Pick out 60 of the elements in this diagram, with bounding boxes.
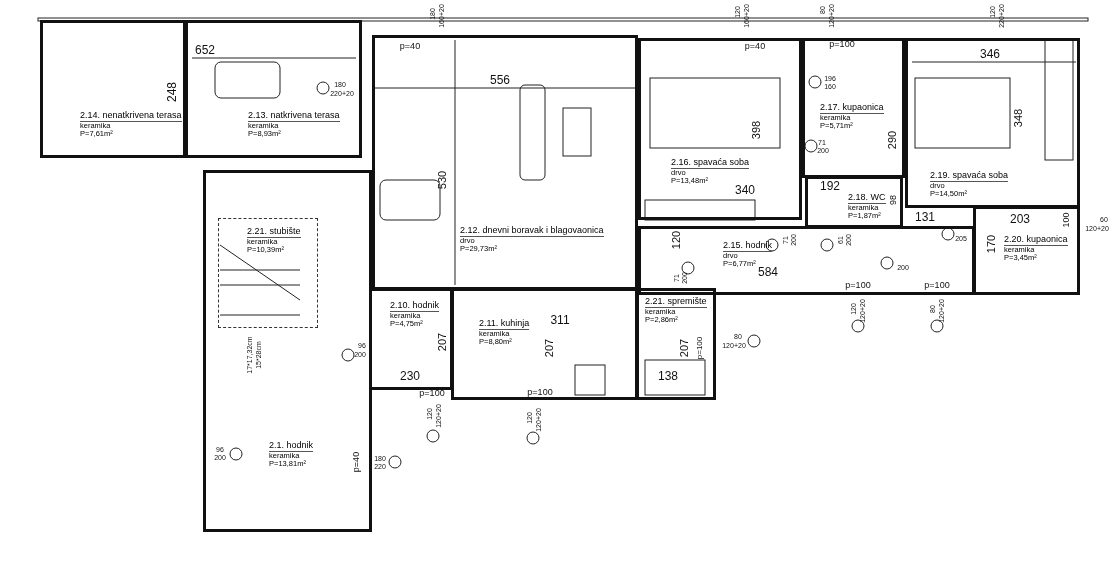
dimension: 290 [886,130,898,150]
dimension: 340 [735,184,755,196]
room-name: 2.12. dnevni boravak i blagovaonica [460,226,604,237]
room-outline [372,35,638,290]
parapet-height: p=100 [845,280,871,290]
room-name: 2.19. spavaća soba [930,171,1009,182]
room-name: 2.15. hodnik [723,241,773,252]
parapet-height: p=40 [399,41,421,51]
dimension: 530 [436,170,448,190]
room-name: 2.1. hodnik [269,441,314,452]
dimension: 230 [400,370,420,382]
room-outline [636,288,716,400]
room-name: 2.21. stubište [247,227,301,238]
dimension: 652 [195,44,215,56]
room-name: 2.16. spavaća soba [671,158,750,169]
dimension: 131 [915,211,935,223]
parapet-height: p=40 [744,41,766,51]
dimension: 100 [1061,212,1071,228]
room-outline [40,20,186,158]
dimension: 192 [820,180,840,192]
parapet-height: p=100 [829,39,855,49]
room-outline [638,226,975,295]
parapet-height: p=100 [527,387,553,397]
dimension: 207 [436,332,448,352]
dimension: 138 [658,370,678,382]
room-outline [185,20,362,158]
room-outline [218,218,318,328]
room-name: 2.21. spremište [645,297,707,308]
dimension: 207 [678,338,690,358]
room-outline [451,288,638,400]
room-name: 2.17. kupaonica [820,103,884,114]
dimension: 120 [670,230,682,250]
dimension: 170 [985,234,997,254]
room-outline [802,38,905,178]
dimension: 346 [980,48,1000,60]
dimension: 348 [1012,108,1024,128]
dimension: 398 [750,120,762,140]
room-outline [905,38,1080,208]
parapet-height: p=100 [696,336,704,360]
room-name: 2.10. hodnik [390,301,440,312]
dimension: 556 [490,74,510,86]
dimension: 203 [1010,213,1030,225]
room-outline [203,170,372,532]
dimension: 311 [550,314,570,326]
dimension: 207 [543,338,555,358]
room-name: 2.14. nenatkrivena terasa [80,111,182,122]
parapet-height: p=40 [351,451,361,473]
room-name: 2.20. kupaonica [1004,235,1068,246]
parapet-height: p=100 [419,388,445,398]
room-outline [805,176,903,228]
room-outline [973,206,1080,295]
dimension: 98 [888,195,898,205]
parapet-height: p=100 [924,280,950,290]
room-outline [369,288,453,390]
dimension: 584 [758,266,778,278]
room-name: 2.11. kuhinja [479,319,530,330]
room-name: 2.18. WC [848,193,886,204]
room-outline [638,38,802,220]
room-name: 2.13. natkrivena terasa [248,111,340,122]
dimension: 248 [166,82,178,102]
